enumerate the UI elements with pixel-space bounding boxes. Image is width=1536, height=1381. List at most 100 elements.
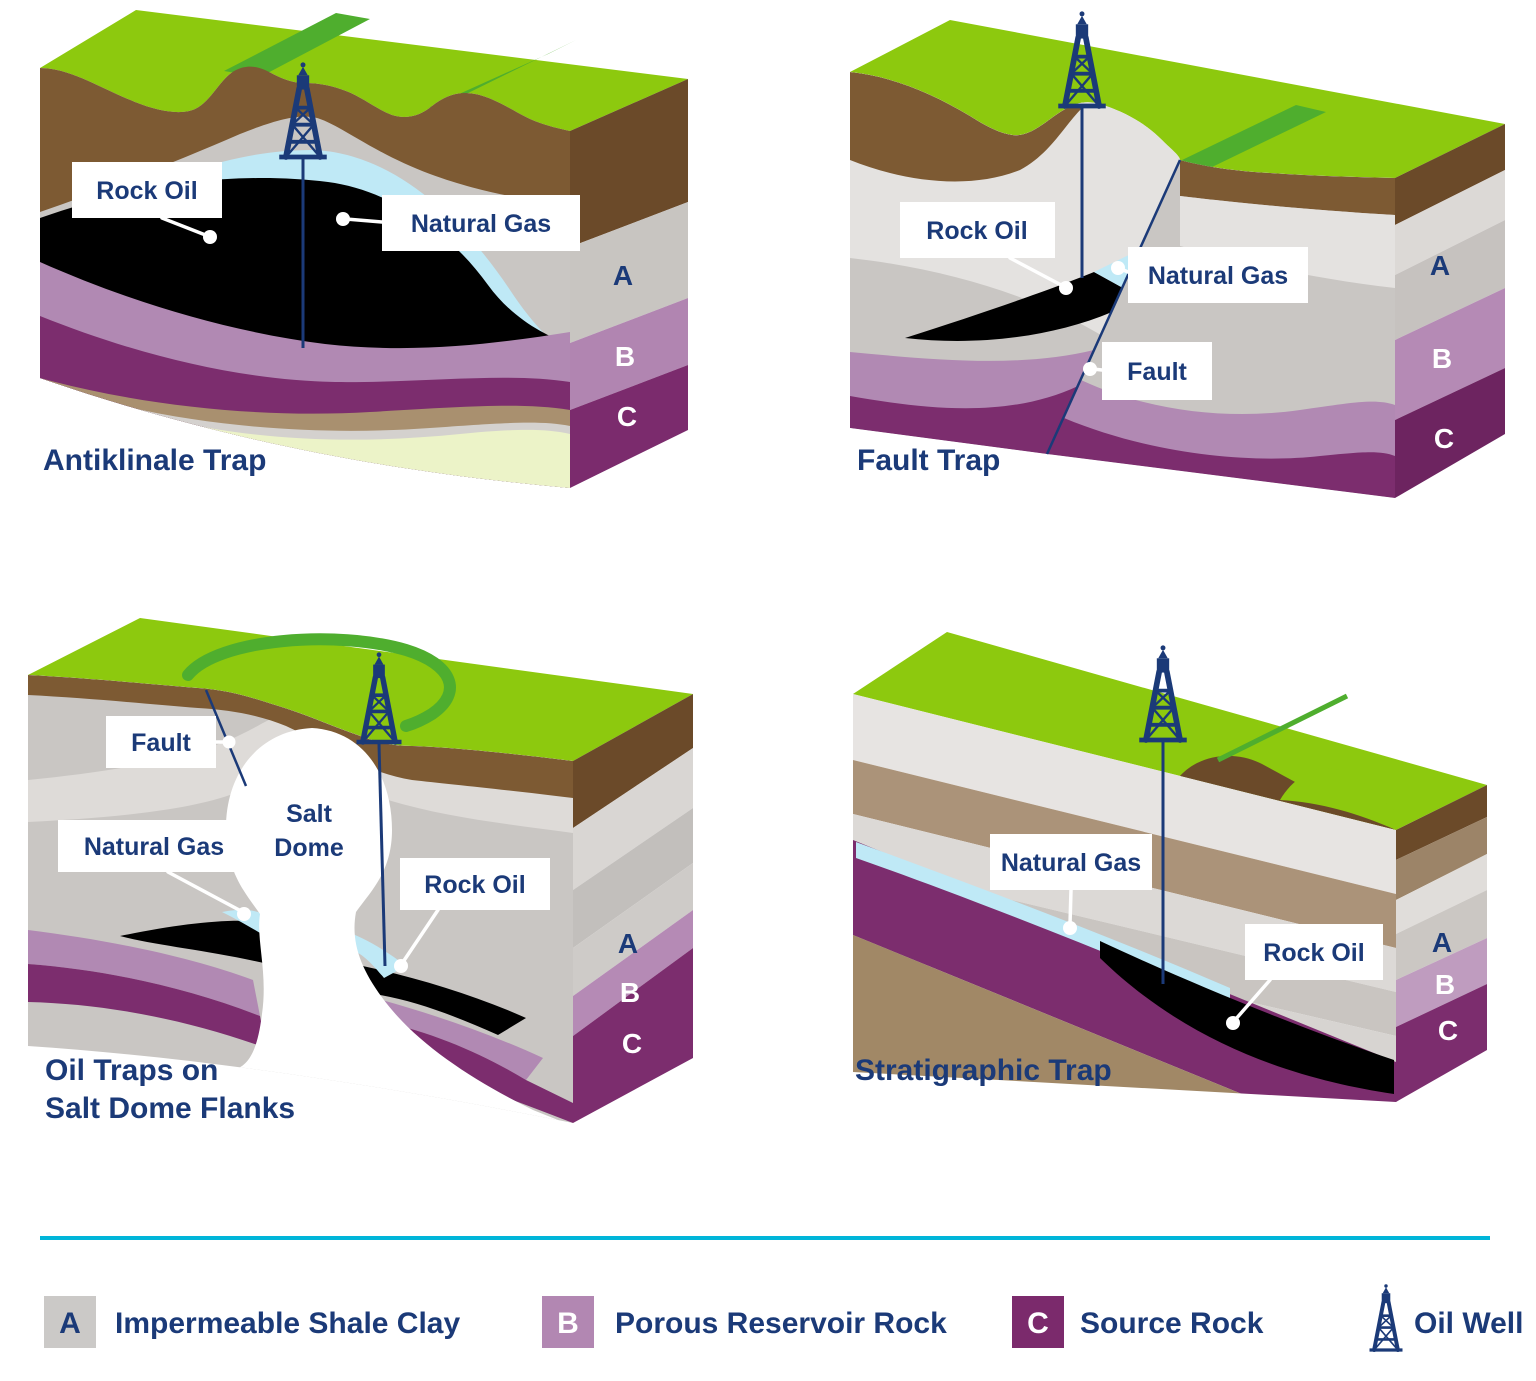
p2-top-face-grass xyxy=(850,20,1505,178)
p1-top-face-grass xyxy=(40,10,688,131)
p3-side-layer-b xyxy=(573,910,693,1036)
p4-side-layer-b xyxy=(1396,938,1487,1027)
legend-label-c: Source Rock xyxy=(1080,1307,1264,1340)
p3-left-source xyxy=(28,964,266,1048)
legend-label-oil-well: Oil Well xyxy=(1414,1307,1523,1340)
p3-side-lightgray xyxy=(573,748,693,890)
legend-divider xyxy=(40,1236,1490,1240)
p1-letter-a: A xyxy=(613,260,633,291)
legend-item-oil-well: Oil Well xyxy=(1367,1282,1523,1352)
p4-side-lightgray xyxy=(1396,854,1487,934)
p4-title: Stratigraphic Trap xyxy=(855,1054,1112,1087)
p2-label-rock-oil: Rock Oil xyxy=(900,202,1073,295)
p4-band-tan-bottom xyxy=(853,935,1396,1102)
legend-swatch-a xyxy=(44,1296,96,1348)
p2-letter-b: B xyxy=(1432,343,1452,374)
p2-fault-line xyxy=(1045,159,1182,455)
p3-letter-b: B xyxy=(620,977,640,1008)
p1-label-natural-gas: Natural Gas xyxy=(336,195,580,251)
p2-letter-c: C xyxy=(1434,423,1454,454)
p1-side-layer-a xyxy=(570,202,688,343)
svg-text:Dome: Dome xyxy=(274,834,344,862)
p3-side-soil xyxy=(573,694,693,828)
p3-left-reservoir xyxy=(28,930,260,1016)
p3-side-gray xyxy=(573,808,693,948)
p4-band-source xyxy=(853,840,1396,1102)
legend-item-a: A Impermeable Shale Clay xyxy=(44,1296,460,1348)
p3-label-rock-oil: Rock Oil xyxy=(394,858,550,973)
legend-letter-b: B xyxy=(557,1307,579,1340)
panel-anticline-trap: A B C Rock Oil Natural Gas Antiklinale T… xyxy=(40,10,688,488)
p1-letter-c: C xyxy=(617,401,637,432)
svg-text:Natural Gas: Natural Gas xyxy=(411,210,551,238)
p3-natural-gas-left xyxy=(222,909,268,938)
p3-top-face-grass xyxy=(28,618,693,761)
p4-side-layer-c xyxy=(1396,984,1487,1102)
p2-letter-a: A xyxy=(1430,250,1450,281)
p2-label-fault: Fault xyxy=(1083,342,1212,400)
p2-right-source xyxy=(1047,418,1395,498)
svg-text:Fault: Fault xyxy=(131,729,191,757)
p2-left-source xyxy=(850,386,1078,454)
p2-side-lightgray xyxy=(1395,170,1505,275)
p4-green-hill xyxy=(1280,768,1396,830)
panel-salt-dome-trap: A B C Fault Natural Gas Salt Dome Rock O… xyxy=(28,618,693,1125)
p4-letter-a: A xyxy=(1432,927,1452,958)
legend-item-b: B Porous Reservoir Rock xyxy=(542,1296,947,1348)
p3-label-natural-gas: Natural Gas xyxy=(58,820,251,921)
svg-text:Rock Oil: Rock Oil xyxy=(424,871,525,899)
p2-side-layer-a xyxy=(1395,220,1505,340)
p3-rock-oil-right xyxy=(340,962,526,1035)
p3-title-line1: Oil Traps on xyxy=(45,1054,218,1087)
legend-letter-a: A xyxy=(59,1307,81,1340)
p3-side-layer-a xyxy=(573,863,693,996)
p4-side-layer-a xyxy=(1396,890,1487,980)
p4-letter-b: B xyxy=(1435,969,1455,1000)
p2-label-natural-gas: Natural Gas xyxy=(1111,247,1308,303)
p1-label-rock-oil: Rock Oil xyxy=(72,162,222,244)
legend-letter-c: C xyxy=(1027,1307,1049,1340)
p1-side-layer-c xyxy=(570,365,688,488)
p3-collapse-ring xyxy=(182,633,456,732)
p2-side-layer-c xyxy=(1395,368,1505,498)
p2-right-soil xyxy=(1180,160,1395,215)
panel-stratigraphic-trap: A B C Natural Gas Rock Oil Stratigraphic… xyxy=(853,632,1487,1102)
p3-natural-gas-right xyxy=(340,930,406,978)
p1-side-soil xyxy=(570,79,688,247)
svg-text:Fault: Fault xyxy=(1127,358,1187,386)
svg-text:Natural Gas: Natural Gas xyxy=(84,833,224,861)
svg-text:Rock Oil: Rock Oil xyxy=(1263,939,1364,967)
legend-label-b: Porous Reservoir Rock xyxy=(615,1307,947,1340)
legend-swatch-c xyxy=(1012,1296,1064,1348)
p4-side-tan xyxy=(1396,817,1487,900)
p3-salt-dome xyxy=(28,728,573,1123)
p3-rock-oil-left xyxy=(120,920,268,964)
p4-band-lightgray1 xyxy=(853,694,1396,894)
p3-arch-band xyxy=(28,706,573,833)
p4-letter-c: C xyxy=(1438,1015,1458,1046)
p3-letter-a: A xyxy=(618,928,638,959)
legend: A Impermeable Shale Clay B Porous Reserv… xyxy=(40,1236,1523,1352)
p2-title: Fault Trap xyxy=(857,444,1000,477)
p1-title: Antiklinale Trap xyxy=(43,444,266,477)
p2-right-lightgray xyxy=(1180,196,1395,288)
p2-left-soil xyxy=(850,72,1082,182)
svg-text:Rock Oil: Rock Oil xyxy=(96,177,197,205)
svg-text:Natural Gas: Natural Gas xyxy=(1001,849,1141,877)
p3-label-fault: Fault xyxy=(106,716,236,768)
panel-fault-trap: A B C Rock Oil Natural Gas Fault Fault T… xyxy=(850,11,1505,498)
p4-label-natural-gas: Natural Gas xyxy=(990,834,1152,935)
oil-well-icon xyxy=(1367,1282,1405,1352)
p4-label-rock-oil: Rock Oil xyxy=(1226,924,1383,1030)
p4-rock-oil-lens xyxy=(1100,941,1394,1094)
p3-letter-c: C xyxy=(622,1028,642,1059)
p2-ridge-stripe xyxy=(1180,105,1326,168)
p2-side-layer-b xyxy=(1395,288,1505,420)
p4-ridge-stripe xyxy=(1216,693,1349,763)
svg-text:Salt: Salt xyxy=(286,800,333,828)
p2-side-soil xyxy=(1395,124,1505,225)
p4-side-soil xyxy=(1396,785,1487,860)
p3-side-layer-c xyxy=(573,948,693,1123)
